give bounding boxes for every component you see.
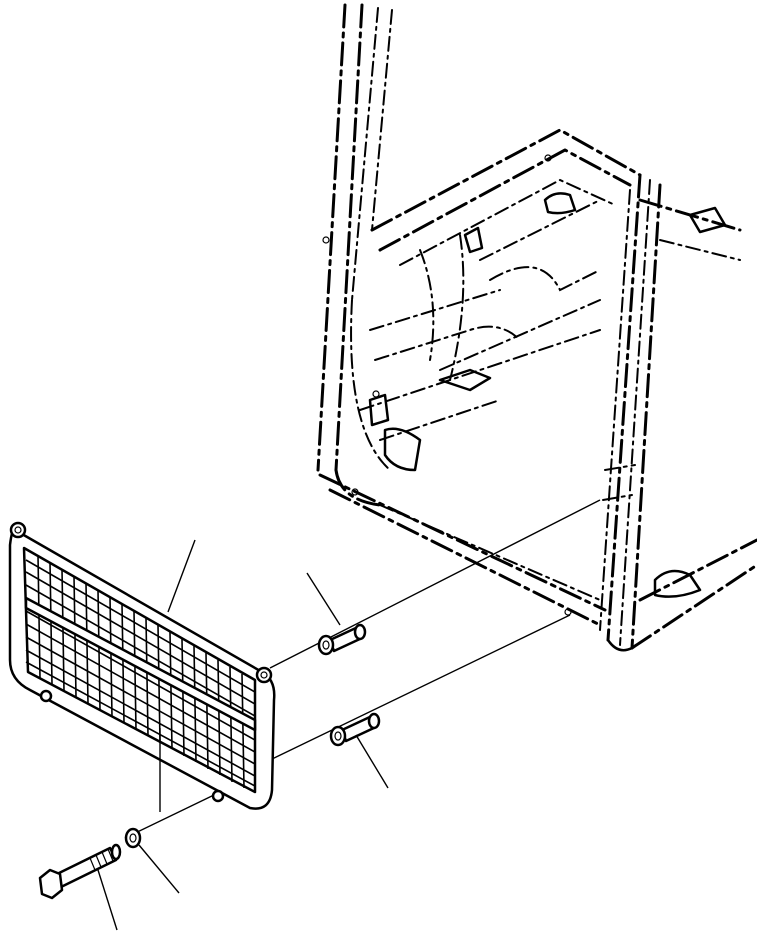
machine-frame [316, 3, 757, 652]
bolt-leader [97, 869, 118, 931]
washer-leader [138, 844, 180, 894]
pin-lower [329, 712, 381, 747]
washer [124, 827, 142, 849]
mesh-guard-panel [8, 521, 276, 810]
panel-leader [167, 539, 196, 613]
hex-bolt [38, 843, 122, 900]
pin-upper-leader [306, 572, 341, 626]
pin-upper [317, 623, 367, 656]
pin-lower-leader [355, 734, 389, 789]
callout-leaders [97, 539, 389, 931]
